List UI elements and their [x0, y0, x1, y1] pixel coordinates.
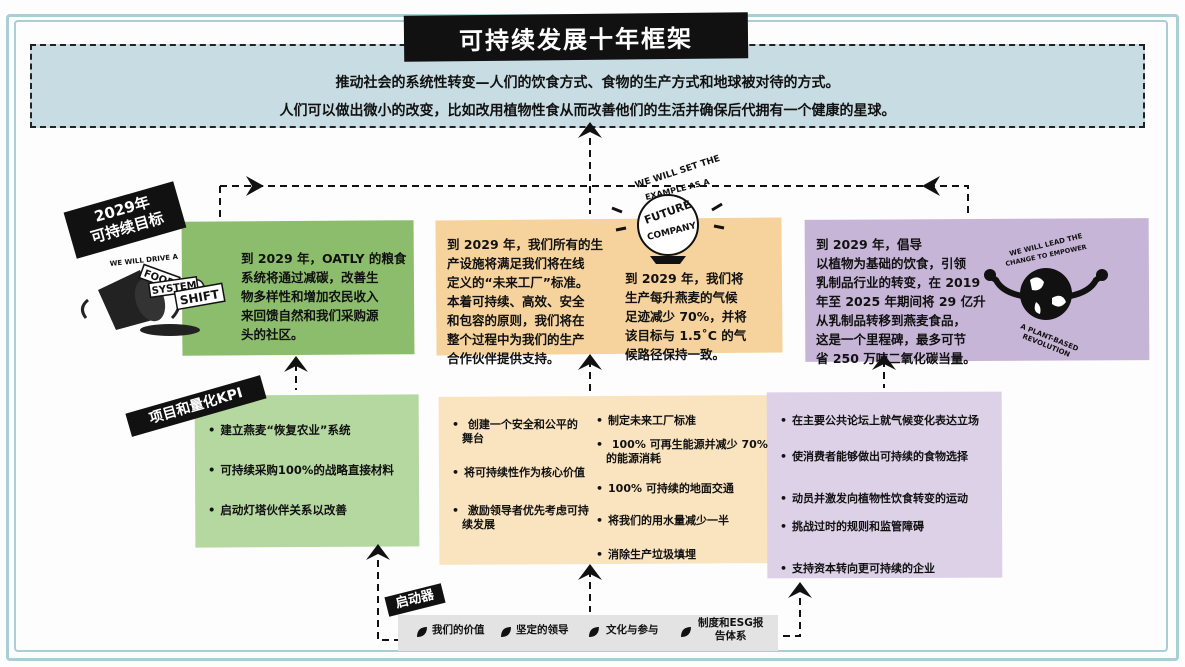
goal-text-line: 系统将通过减碳，改善生: [241, 270, 379, 285]
goal-text-line: 头的社区。: [241, 327, 304, 342]
goal-text-factory: 到 2029 年，我们所有的生 产设施将满足我们将在线 定义的“未来工厂”标准。…: [447, 235, 603, 368]
goal-text-line: 年至 2025 年期间将 29 亿升: [816, 294, 986, 309]
driver-leadership: 坚定的领导: [516, 624, 569, 636]
kpi-item-line: 100% 可再生能源并减少 70%: [611, 438, 768, 451]
kpi-item: 可持续采购100%的战略直接材料: [208, 462, 394, 478]
goal-text-line: 到 2029 年，我们所有的生: [447, 237, 603, 252]
kpi-item: 挑战过时的规则和监管障碍: [780, 518, 924, 534]
goal-text-line: 到 2029 年，我们将: [625, 271, 744, 286]
kpi-item: 将可持续性作为核心价值: [452, 464, 585, 480]
goal-text-line: 合作伙伴提供支持。: [447, 351, 560, 366]
kpi-item-line: 激励领导者优先考虑可持: [467, 504, 589, 517]
driver-esg-line-2: 告体系: [714, 630, 747, 642]
goal-text-line: 足迹减少 70%，并将: [625, 309, 747, 324]
kpi-item-line: 舞台: [462, 432, 484, 445]
kpi-item: 100% 可再生能源并减少 70% 的能源消耗: [596, 438, 768, 466]
goal-text-line: 到 2029 年，OATLY 的粮食: [241, 251, 407, 266]
goal-text-line: 和包容的原则，我们将在: [447, 313, 585, 328]
goal-text-line: 乳制品行业的转变，在 2019: [816, 275, 981, 290]
kpi-item: 使消费者能够做出可持续的食物选择: [780, 448, 968, 464]
kpi-item: 激励领导者优先考虑可持 续发展: [452, 504, 589, 532]
leaf-icon: [500, 623, 512, 642]
goal-text-line: 产设施将满足我们将在线: [447, 256, 585, 271]
kpi-item: 支持资本转向更可持续的企业: [780, 560, 935, 576]
mission-line-1: 推动社会的系统性转变—人们的饮食方式、食物的生产方式和地球被对待的方式。: [335, 75, 840, 91]
kpi-item: 制定未来工厂标准: [596, 412, 696, 428]
leaf-icon: [680, 623, 692, 642]
goal-text-line: 生产每升燕麦的气候: [625, 290, 738, 305]
goal-text-line: 省 250 万吨二氧化碳当量。: [816, 351, 976, 366]
leaf-icon: [588, 623, 600, 642]
kpi-item: 动员并激发向植物性饮食转变的运动: [780, 490, 968, 506]
goal-text-line: 到 2029 年，倡导: [816, 237, 922, 252]
kpi-item: 100% 可持续的地面交通: [596, 480, 734, 496]
kpi-item-line: 的能源消耗: [606, 452, 661, 465]
kpi-item: 将我们的用水量减少一半: [596, 512, 729, 528]
goal-text-climate: 到 2029 年，我们将 生产每升燕麦的气候 足迹减少 70%，并将 该目标与 …: [625, 269, 747, 364]
driver-culture: 文化与参与: [606, 624, 659, 636]
goal-text-line: 从乳制品转移到燕麦食品，: [816, 313, 967, 328]
page-title: 可持续发展十年框架: [403, 12, 749, 62]
goal-text-line: 定义的“未来工厂”标准。: [447, 275, 589, 290]
goal-text-line: 这是一个里程碑，最多可节: [816, 332, 967, 347]
kpi-item: 建立燕麦“恢复农业”系统: [208, 422, 350, 438]
goal-text-line: 候路径保持一致。: [625, 347, 726, 362]
driver-values: 我们的价值: [432, 624, 485, 636]
kpi-item: 启动灯塔伙伴关系以改善: [208, 502, 347, 518]
goal-text-plant-based: 到 2029 年，倡导 以植物为基础的饮食，引领 乳制品行业的转变，在 2019…: [816, 235, 986, 368]
driver-esg-line-1: 制度和ESG报: [698, 617, 764, 629]
goal-text-line: 来回馈自然和我们采购源: [241, 308, 379, 323]
leaf-icon: [416, 623, 428, 642]
goal-text-line: 以植物为基础的饮食，引领: [816, 256, 967, 271]
kpi-item: 在主要公共论坛上就气候变化表达立场: [780, 412, 979, 428]
mission-line-2: 人们可以做出微小的改变，比如改用植物性食从而改善他们的生活并确保后代拥有一个健康…: [279, 103, 896, 119]
driver-esg: 制度和ESG报 告体系: [698, 617, 763, 643]
goal-text-food-system: 到 2029 年，OATLY 的粮食 系统将通过减碳，改善生 物多样性和增加农民…: [241, 249, 406, 344]
goal-text-line: 该目标与 1.5˚C 的气: [625, 328, 747, 343]
goal-text-line: 本着可持续、高效、安全: [447, 294, 585, 309]
kpi-item: 创建一个安全和公平的 舞台: [452, 418, 578, 446]
kpi-item-line: 创建一个安全和公平的: [467, 418, 578, 431]
goal-text-line: 物多样性和增加农民收入: [241, 289, 379, 304]
kpi-item-line: 续发展: [462, 518, 495, 531]
drivers-strip: [398, 615, 778, 651]
goal-text-line: 整个过程中为我们的生产: [447, 332, 585, 347]
kpi-item: 消除生产垃圾填埋: [596, 546, 696, 562]
